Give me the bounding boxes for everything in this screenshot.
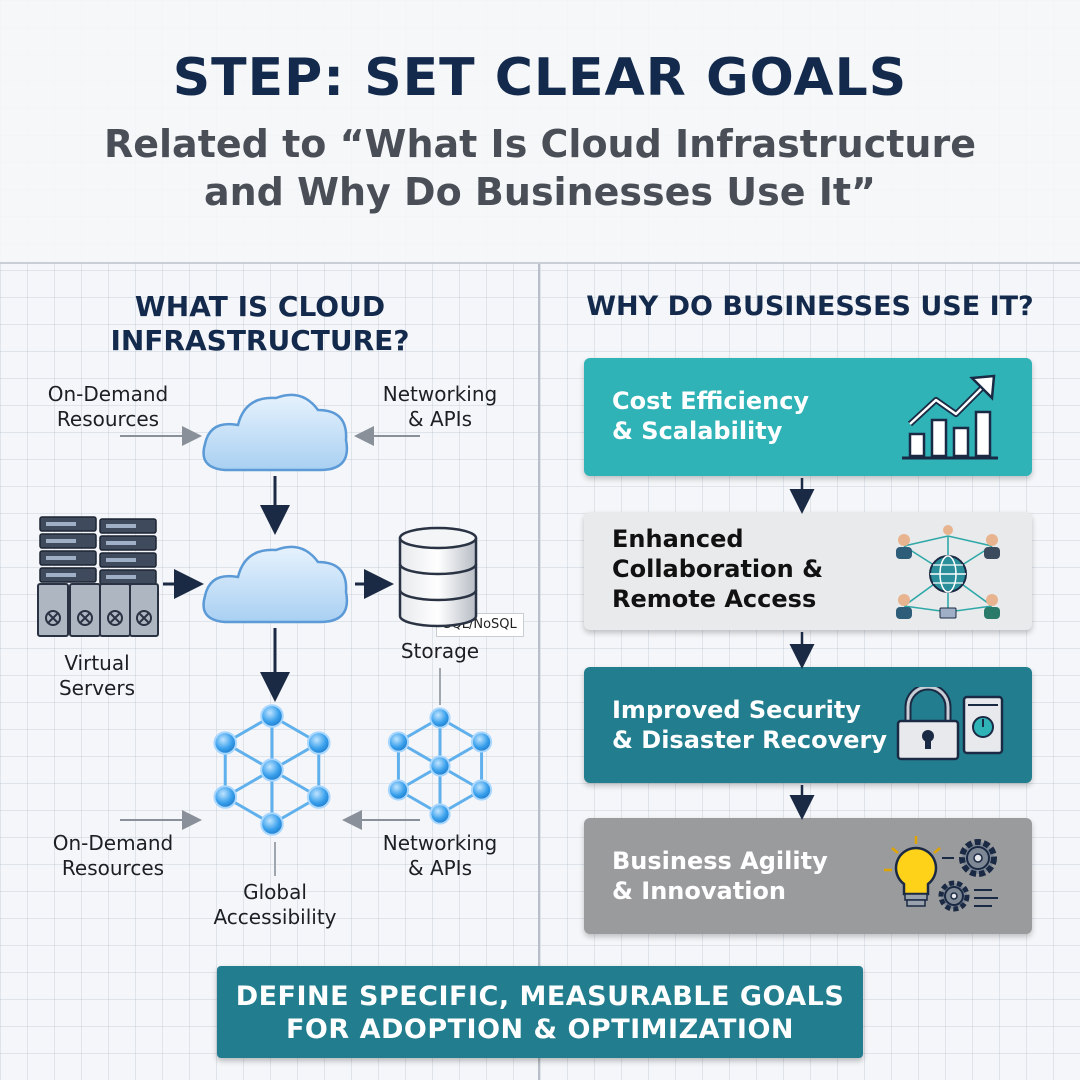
team-network-icon — [896, 525, 1000, 619]
card-4-line-2: & Innovation — [612, 877, 786, 905]
top-right-label-line-1: Networking — [382, 382, 498, 406]
right-heading: WHY DO BUSINESSES USE IT? — [586, 291, 1034, 322]
growth-chart-icon — [902, 374, 998, 460]
servers-label-line-1: Virtual — [64, 651, 130, 675]
database-storage-icon — [398, 526, 478, 628]
card-1-line-1: Cost Efficiency — [612, 387, 810, 415]
left-heading-line-1: WHAT IS CLOUD — [134, 290, 386, 323]
card-2-text: Enhanced Collaboration & Remote Access — [612, 524, 823, 614]
column-divider — [538, 264, 540, 1080]
card-2-line-3: Remote Access — [612, 585, 817, 613]
card-4-line-1: Business Agility — [612, 847, 828, 875]
benefit-card-cost-efficiency: Cost Efficiency & Scalability — [584, 358, 1032, 476]
benefit-card-security: Improved Security & Disaster Recovery — [584, 667, 1032, 783]
global-label-line-1: Global — [243, 880, 307, 904]
card-4-text: Business Agility & Innovation — [612, 846, 828, 906]
benefit-card-agility: Business Agility & Innovation — [584, 818, 1032, 934]
cloud-icon-middle — [202, 545, 349, 624]
goal-banner: DEFINE SPECIFIC, MEASURABLE GOALS FOR AD… — [217, 966, 863, 1058]
network-mesh-icon-left — [213, 704, 331, 836]
page-title: STEP: SET CLEAR GOALS — [172, 48, 908, 108]
goal-banner-text: DEFINE SPECIFIC, MEASURABLE GOALS FOR AD… — [217, 980, 863, 1046]
card-1-text: Cost Efficiency & Scalability — [612, 386, 809, 446]
card-3-text: Improved Security & Disaster Recovery — [612, 695, 887, 755]
left-heading-line-2: INFRASTRUCTURE? — [110, 324, 410, 357]
server-rack-icon — [37, 516, 159, 637]
top-right-label: Networking & APIs — [365, 382, 515, 432]
page-subtitle: Related to “What Is Cloud Infrastructure… — [60, 120, 1020, 216]
lightbulb-gears-icon — [884, 836, 998, 912]
header-divider — [0, 262, 1080, 264]
servers-label-line-2: Servers — [58, 676, 135, 700]
bottom-right-label-line-2: & APIs — [407, 856, 472, 880]
network-mesh-icon-right — [387, 707, 493, 825]
cloud-icon-top — [202, 393, 349, 472]
goal-banner-line-2: FOR ADOPTION & OPTIMIZATION — [285, 1014, 794, 1045]
global-label: Global Accessibility — [195, 880, 355, 930]
bottom-left-label: On-Demand Resources — [33, 831, 193, 881]
top-left-label-line-1: On-Demand — [47, 382, 169, 406]
card-3-line-1: Improved Security — [612, 696, 861, 724]
bottom-right-label: Networking & APIs — [365, 831, 515, 881]
left-heading: WHAT IS CLOUD INFRASTRUCTURE? — [60, 290, 460, 358]
subtitle-line-1: Related to “What Is Cloud Infrastructure — [104, 122, 976, 166]
cloud-infrastructure-diagram — [37, 393, 493, 876]
storage-label: Storage — [400, 639, 480, 663]
padlock-backup-icon — [896, 687, 1004, 761]
global-label-line-2: Accessibility — [213, 905, 337, 929]
top-left-label: On-Demand Resources — [28, 382, 188, 432]
bottom-left-label-line-1: On-Demand — [52, 831, 174, 855]
goal-banner-line-1: DEFINE SPECIFIC, MEASURABLE GOALS — [235, 981, 845, 1012]
top-right-label-line-2: & APIs — [407, 407, 472, 431]
bottom-right-label-line-1: Networking — [382, 831, 498, 855]
card-flow-arrows — [789, 478, 815, 820]
top-left-label-line-2: Resources — [56, 407, 160, 431]
card-1-line-2: & Scalability — [612, 417, 783, 445]
card-3-line-2: & Disaster Recovery — [612, 726, 888, 754]
servers-label: Virtual Servers — [32, 651, 162, 701]
card-2-line-2: Collaboration & — [612, 555, 824, 583]
subtitle-line-2: and Why Do Businesses Use It” — [203, 170, 877, 214]
benefit-card-collaboration: Enhanced Collaboration & Remote Access — [584, 512, 1032, 630]
bottom-left-label-line-2: Resources — [61, 856, 165, 880]
header-band — [0, 0, 1080, 262]
card-2-line-1: Enhanced — [612, 525, 744, 553]
